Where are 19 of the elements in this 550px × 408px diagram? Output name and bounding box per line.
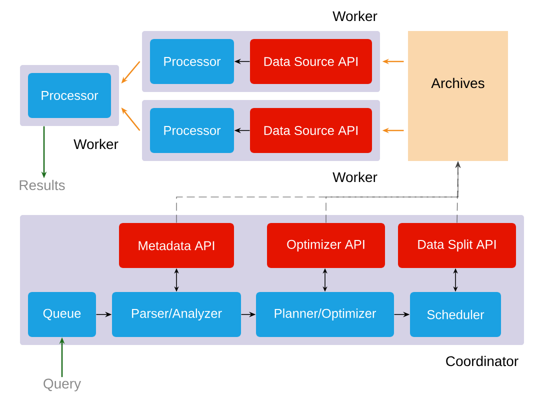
- process-box: Parser/Analyzer: [112, 292, 241, 337]
- process-box: Scheduler: [410, 292, 501, 337]
- api-box: Data Source API: [250, 39, 372, 84]
- plain-label: Results: [20, 180, 65, 190]
- archive-box: Archives: [408, 31, 508, 161]
- api-box: Data Split API: [398, 223, 516, 268]
- plain-label: Query: [44, 378, 82, 392]
- process-box: Planner/Optimizer: [256, 292, 394, 337]
- process-box: Processor: [150, 39, 234, 84]
- process-box: Processor: [150, 108, 234, 153]
- process-box: Queue: [28, 292, 96, 337]
- process-box: Processor: [28, 73, 111, 118]
- api-box: Optimizer API: [267, 223, 385, 268]
- group-heading: Worker: [332, 10, 378, 22]
- api-box: Metadata API: [119, 223, 234, 268]
- group-heading: Coordinator: [446, 356, 518, 366]
- group-heading: Worker: [332, 172, 378, 182]
- api-box: Data Source API: [250, 108, 372, 153]
- group-heading: Worker: [74, 138, 118, 150]
